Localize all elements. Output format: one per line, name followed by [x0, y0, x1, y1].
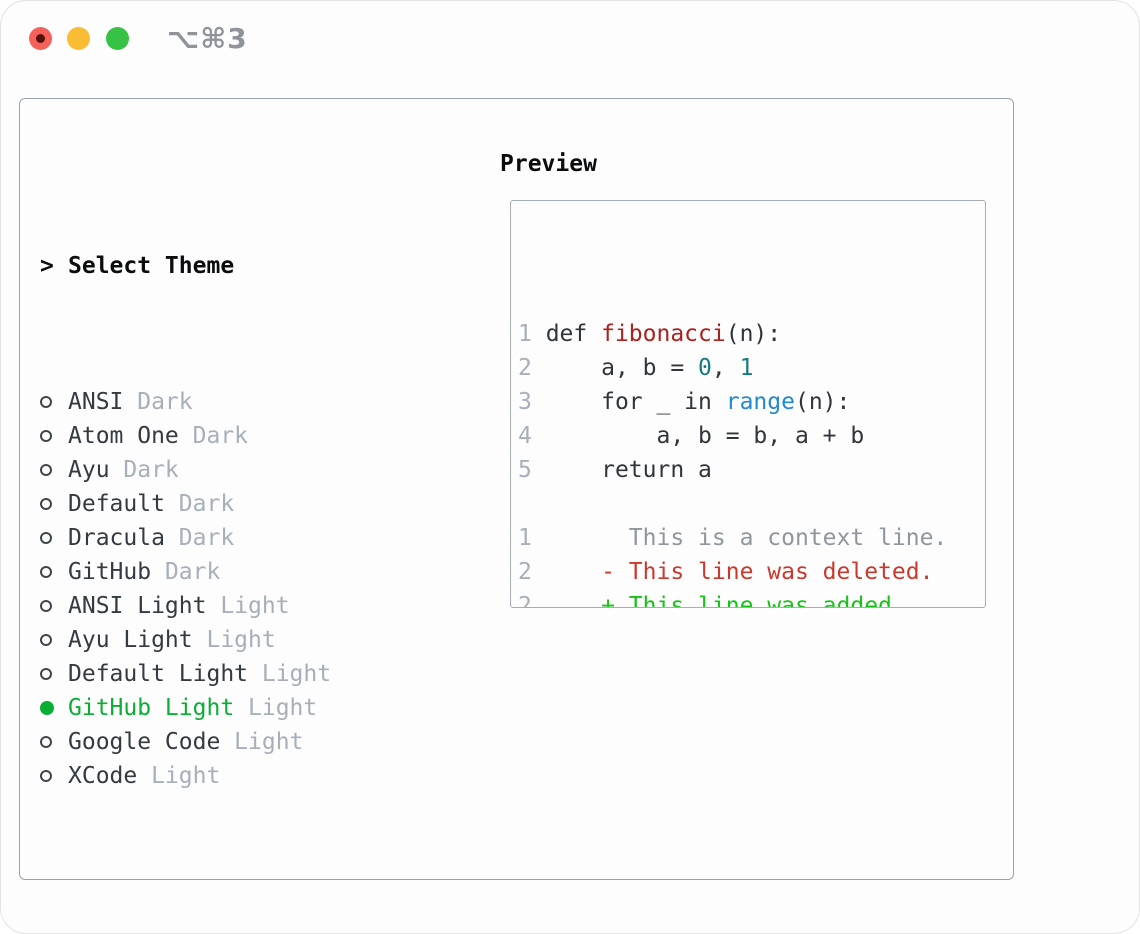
- radio-icon: [40, 430, 52, 442]
- radio-icon: [40, 736, 52, 748]
- theme-variant-label: Light: [248, 661, 332, 687]
- preview-title: Preview: [500, 151, 597, 177]
- line-number: 1: [518, 525, 546, 551]
- code-line: 2 - This line was deleted.: [518, 559, 934, 585]
- theme-variant-label: Dark: [164, 525, 235, 551]
- theme-list-title: Select Theme: [68, 253, 235, 279]
- cursor-icon: >: [40, 253, 54, 279]
- radio-icon: [40, 634, 52, 646]
- line-number: 2: [518, 593, 546, 608]
- theme-variant-label: Light: [234, 695, 318, 721]
- theme-option-github[interactable]: GitHub Dark: [40, 555, 440, 589]
- apply-to-section: Apply To User SettingsWorkspace Settings: [40, 929, 440, 933]
- theme-option-xcode[interactable]: XCode Light: [40, 759, 440, 793]
- theme-variant-label: Light: [220, 729, 304, 755]
- radio-icon: [40, 600, 52, 612]
- line-number: 2: [518, 355, 546, 381]
- theme-variant-label: Dark: [151, 559, 221, 585]
- title-bar: ⌥⌘3: [1, 1, 1139, 75]
- theme-option-ansi-light[interactable]: ANSI Light Light: [40, 589, 440, 623]
- theme-list-header: > Select Theme: [40, 249, 440, 283]
- theme-name: Default: [68, 491, 165, 517]
- theme-variant-label: Dark: [123, 389, 193, 415]
- code-line: [518, 487, 979, 521]
- theme-variant-label: Light: [192, 627, 276, 653]
- radio-selected-icon: [40, 701, 54, 715]
- line-number: 2: [518, 559, 546, 585]
- theme-option-dracula[interactable]: Dracula Dark: [40, 521, 440, 555]
- theme-option-ayu[interactable]: Ayu Dark: [40, 453, 440, 487]
- window-title-shortcut: ⌥⌘3: [167, 22, 248, 55]
- code-line: 2 a, b = 0, 1: [518, 355, 754, 381]
- minimize-button[interactable]: [67, 27, 90, 50]
- theme-name: XCode: [68, 763, 138, 789]
- radio-icon: [40, 498, 52, 510]
- code-lines: 1 def fibonacci(n): 2 a, b = 0, 1 3 for _ …: [518, 317, 979, 608]
- theme-name: Ayu Light: [68, 627, 193, 653]
- theme-name: ANSI Light: [68, 593, 207, 619]
- radio-icon: [40, 396, 52, 408]
- code-line: 1 This is a context line.: [518, 525, 948, 551]
- line-number: 1: [518, 321, 546, 347]
- theme-variant-label: Light: [206, 593, 290, 619]
- theme-option-atom-one[interactable]: Atom One Dark: [40, 419, 440, 453]
- radio-icon: [40, 668, 52, 680]
- theme-variant-label: Dark: [164, 491, 235, 517]
- theme-name: Dracula: [68, 525, 165, 551]
- code-line: 5 return a: [518, 457, 712, 483]
- code-line: 2 + This line was added.: [518, 589, 979, 608]
- theme-name: Ayu: [68, 457, 110, 483]
- line-number: 4: [518, 423, 546, 449]
- radio-icon: [40, 532, 52, 544]
- theme-variant-label: Dark: [109, 457, 179, 483]
- theme-option-default[interactable]: Default Dark: [40, 487, 440, 521]
- theme-name: Atom One: [68, 423, 179, 449]
- theme-option-google-code[interactable]: Google Code Light: [40, 725, 440, 759]
- theme-variant-label: Light: [137, 763, 221, 789]
- close-button[interactable]: [29, 27, 52, 50]
- theme-option-default-light[interactable]: Default Light Light: [40, 657, 440, 691]
- code-line: 1 def fibonacci(n):: [518, 321, 782, 347]
- preview-code-box: 1 def fibonacci(n): 2 a, b = 0, 1 3 for _ …: [510, 200, 986, 608]
- code-line: 3 for _ in range(n):: [518, 389, 851, 415]
- line-number: 5: [518, 457, 546, 483]
- theme-name: Google Code: [68, 729, 221, 755]
- radio-icon: [40, 770, 52, 782]
- zoom-button[interactable]: [106, 27, 129, 50]
- theme-name: GitHub Light: [68, 695, 235, 721]
- theme-name: ANSI: [68, 389, 124, 415]
- theme-option-ayu-light[interactable]: Ayu Light Light: [40, 623, 440, 657]
- theme-name: Default Light: [68, 661, 249, 687]
- theme-option-ansi[interactable]: ANSI Dark: [40, 385, 440, 419]
- theme-option-github-light[interactable]: GitHub Light Light: [40, 691, 440, 725]
- theme-variant-label: Dark: [178, 423, 249, 449]
- radio-icon: [40, 566, 52, 578]
- theme-name: GitHub: [68, 559, 152, 585]
- code-line: 4 a, b = b, a + b: [518, 423, 865, 449]
- line-number: 3: [518, 389, 546, 415]
- radio-icon: [40, 464, 52, 476]
